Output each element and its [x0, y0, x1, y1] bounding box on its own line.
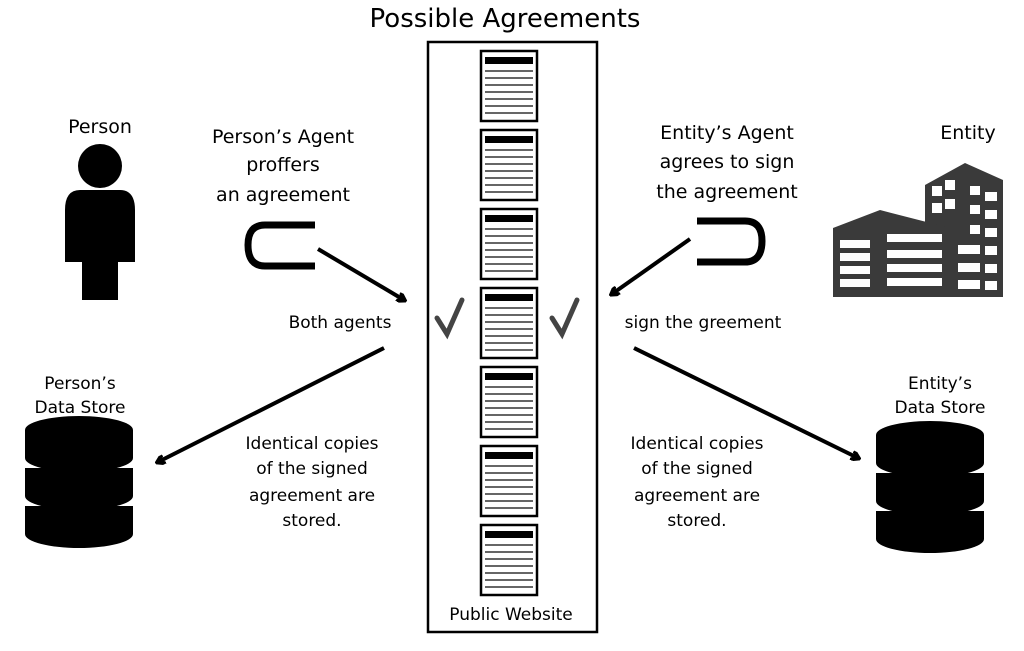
person-icon	[65, 144, 135, 300]
entity-agent-line-3: the agreement	[656, 181, 797, 203]
stored-left-line-2: of the signed	[256, 459, 368, 479]
person-agent-line-2: proffers	[246, 154, 320, 176]
signing-text-right: sign the greement	[625, 313, 782, 333]
entity-database-icon	[876, 421, 984, 553]
agreement-document-icon	[479, 49, 539, 123]
entity-agent-line-2: agrees to sign	[660, 151, 795, 173]
building-icon	[833, 163, 1003, 297]
public-website-box	[426, 40, 599, 634]
entity-agent-magnet-icon	[697, 217, 766, 266]
stored-right-line-1: Identical copies	[631, 434, 764, 454]
entity-store-line-1: Entity’s	[908, 374, 972, 394]
person-agent-line-1: Person’s Agent	[212, 126, 354, 148]
agreement-document-icon	[479, 523, 539, 597]
public-website-label: Public Website	[449, 605, 572, 625]
checkmark-right-icon	[549, 297, 580, 340]
agreement-document-icon	[479, 365, 539, 439]
entity-label: Entity	[940, 122, 995, 144]
stored-right-line-4: stored.	[667, 511, 726, 531]
entity-agent-line-1: Entity’s Agent	[660, 122, 794, 144]
person-agent-line-3: an agreement	[216, 184, 350, 206]
person-label: Person	[68, 116, 132, 138]
person-store-line-1: Person’s	[44, 374, 116, 394]
person-store-line-2: Data Store	[35, 398, 126, 418]
person-agent-arrow	[316, 247, 404, 300]
entity-store-line-2: Data Store	[895, 398, 986, 418]
stored-left-line-4: stored.	[282, 511, 341, 531]
stored-left-line-3: agreement are	[249, 486, 375, 506]
store-arrow-left	[158, 346, 385, 462]
store-arrow-right	[633, 346, 858, 458]
document-list	[479, 49, 539, 597]
diagram-title: Possible Agreements	[370, 4, 641, 34]
agreement-document-icon	[479, 207, 539, 281]
agreement-document-icon	[479, 128, 539, 202]
entity-agent-arrow	[612, 237, 692, 294]
person-agent-magnet-icon	[244, 221, 315, 270]
checkmark-left-icon	[434, 297, 465, 340]
stored-left-line-1: Identical copies	[246, 434, 379, 454]
agreement-document-icon	[479, 444, 539, 518]
signed-agreement-document-icon	[479, 286, 539, 360]
person-database-icon	[25, 416, 133, 548]
signing-text-left: Both agents	[289, 313, 392, 333]
stored-right-line-3: agreement are	[634, 486, 760, 506]
stored-right-line-2: of the signed	[641, 459, 753, 479]
